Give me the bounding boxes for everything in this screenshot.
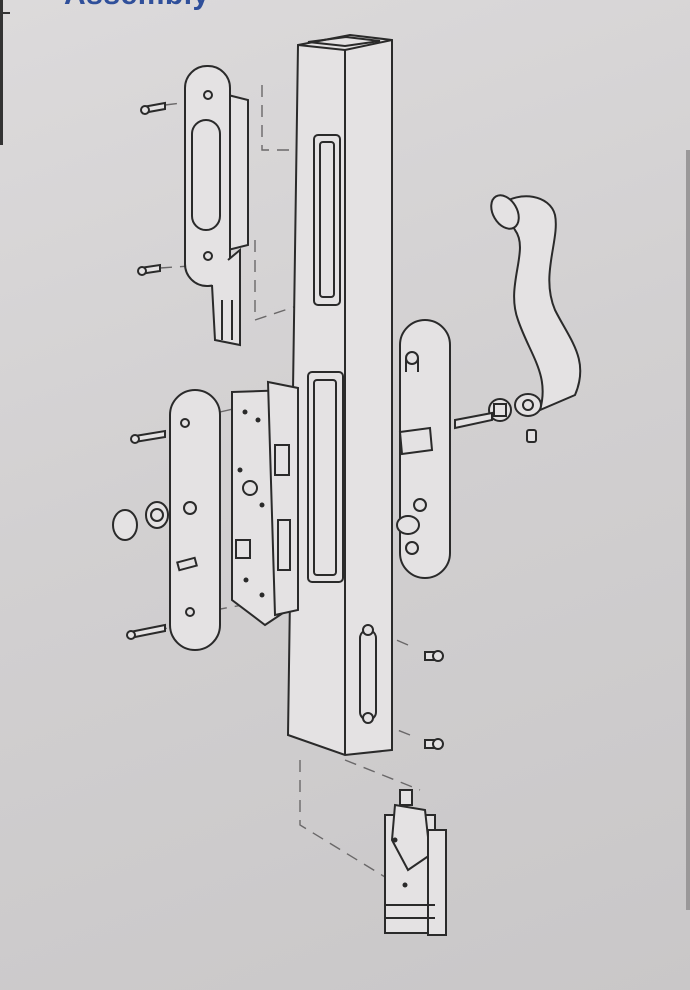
strike-plate (384, 789, 447, 936)
screws-lock (126, 429, 444, 750)
screws-top (137, 101, 166, 276)
inner-escutcheon (169, 389, 221, 651)
lever-handle (454, 194, 582, 443)
rosette (112, 501, 169, 541)
door-profile (286, 33, 393, 757)
section-heading: Assembly (64, 0, 210, 12)
outer-escutcheon (396, 319, 451, 579)
lock-body (231, 380, 299, 627)
page-border-tick (0, 12, 10, 14)
page-edge (686, 150, 690, 910)
cylinder-plate (184, 65, 249, 347)
page-border (0, 0, 3, 145)
